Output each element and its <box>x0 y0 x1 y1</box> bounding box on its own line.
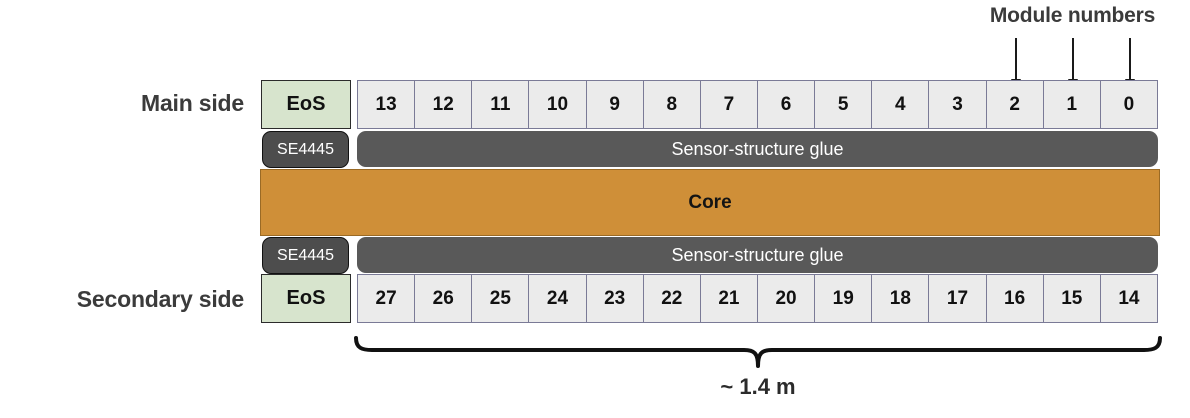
module-cell-main-6: 6 <box>757 81 816 128</box>
arrow-to-module-1-icon <box>1068 38 1078 89</box>
module-cell-main-11: 11 <box>472 81 530 128</box>
eos-box-main: EoS <box>261 80 351 129</box>
dimension-brace <box>352 336 1164 370</box>
module-cell-secondary-24: 24 <box>529 275 587 322</box>
module-cell-secondary-25: 25 <box>472 275 530 322</box>
module-cell-main-10: 10 <box>529 81 587 128</box>
module-cell-main-1: 1 <box>1043 81 1101 128</box>
module-numbers-annotation-label: Module numbers <box>989 4 1156 27</box>
module-cell-secondary-23: 23 <box>586 275 644 322</box>
sensor-structure-glue-main: Sensor-structure glue <box>357 131 1158 167</box>
module-cell-secondary-17: 17 <box>929 275 987 322</box>
module-cell-secondary-27: 27 <box>358 275 416 322</box>
module-cell-secondary-19: 19 <box>815 275 873 322</box>
module-cell-main-2: 2 <box>986 81 1044 128</box>
se4445-chip-main: SE4445 <box>262 131 349 168</box>
module-cell-secondary-26: 26 <box>415 275 473 322</box>
main-side-label: Main side <box>140 90 244 116</box>
module-cell-main-0: 0 <box>1100 81 1157 128</box>
module-cell-main-13: 13 <box>358 81 416 128</box>
core-layer: Core <box>260 169 1160 236</box>
arrow-to-module-2-icon <box>1011 38 1021 89</box>
module-cell-secondary-22: 22 <box>643 275 701 322</box>
se4445-chip-secondary: SE4445 <box>262 237 349 274</box>
eos-box-secondary: EoS <box>261 274 351 323</box>
module-cell-secondary-21: 21 <box>700 275 758 322</box>
module-cell-secondary-20: 20 <box>757 275 816 322</box>
arrow-to-module-0-icon <box>1125 38 1135 89</box>
module-cell-main-7: 7 <box>700 81 758 128</box>
sensor-structure-glue-secondary: Sensor-structure glue <box>357 237 1158 273</box>
module-cell-main-5: 5 <box>815 81 873 128</box>
module-cell-secondary-14: 14 <box>1100 275 1157 322</box>
module-cell-main-3: 3 <box>929 81 987 128</box>
secondary-side-label: Secondary side <box>76 286 244 312</box>
module-cell-secondary-16: 16 <box>986 275 1044 322</box>
module-cell-main-9: 9 <box>586 81 644 128</box>
module-cell-main-12: 12 <box>415 81 473 128</box>
module-cell-main-4: 4 <box>872 81 930 128</box>
module-cell-secondary-15: 15 <box>1043 275 1101 322</box>
module-cell-secondary-18: 18 <box>872 275 930 322</box>
module-cell-main-8: 8 <box>643 81 701 128</box>
dimension-brace-icon <box>354 336 1162 368</box>
dimension-label: ~ 1.4 m <box>720 374 796 399</box>
